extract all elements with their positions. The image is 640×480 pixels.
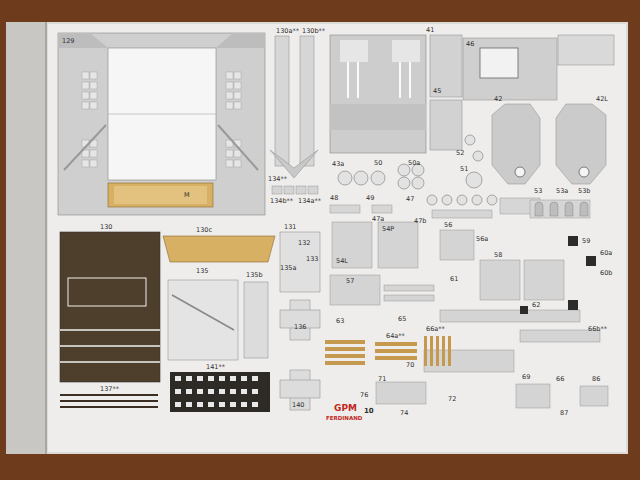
part-number: 71 <box>378 376 386 383</box>
part-number: 45 <box>433 88 441 95</box>
part-number: 60b <box>600 270 612 277</box>
part-number: 42 <box>494 96 502 103</box>
part-number: 66b** <box>588 326 607 333</box>
part-number: 66a** <box>426 326 445 333</box>
part-number: 140 <box>292 402 304 409</box>
part-number: 130c <box>196 227 212 234</box>
part-number: 57 <box>346 278 354 285</box>
part-number: 133 <box>306 256 318 263</box>
part-number: 53 <box>534 188 542 195</box>
part-number: 131 <box>284 224 296 231</box>
part-number: 135 <box>196 268 208 275</box>
part-number: 49 <box>366 195 374 202</box>
part-number: 137** <box>100 386 119 393</box>
part-number: 130a** <box>276 28 299 35</box>
publisher-logo-text: GPM <box>334 404 357 413</box>
part-number: 135a <box>280 265 296 272</box>
part-number: 65 <box>398 316 406 323</box>
part-number: 42L <box>596 96 608 103</box>
part-number: 72 <box>448 396 456 403</box>
part-number: 132 <box>298 240 310 247</box>
part-number: 61 <box>450 276 458 283</box>
part-number: 53a <box>556 188 568 195</box>
part-number: 52 <box>456 150 464 157</box>
part-number: 54P <box>382 226 394 233</box>
part-number: 74 <box>400 410 408 417</box>
part-number: 59 <box>582 238 590 245</box>
part-number: 130b** <box>302 28 325 35</box>
part-number: 129 <box>62 38 74 45</box>
part-number: 60a <box>600 250 612 257</box>
publisher-logo-text: FERDINAND <box>326 416 362 422</box>
part-number: 47a <box>372 216 384 223</box>
part-number: M <box>184 192 190 199</box>
part-number: 130 <box>100 224 112 231</box>
part-number: 51 <box>460 166 468 173</box>
part-number: 134b** <box>270 198 293 205</box>
part-number: 62 <box>532 302 540 309</box>
part-number: 70 <box>406 362 414 369</box>
part-number: 50a <box>408 160 420 167</box>
part-number: 53b <box>578 188 590 195</box>
part-number: 63 <box>336 318 344 325</box>
part-number: 136 <box>294 324 306 331</box>
part-number: 43a <box>332 161 344 168</box>
part-number: 69 <box>522 374 530 381</box>
part-number: 86 <box>592 376 600 383</box>
sheet-number: 10 <box>364 408 374 415</box>
part-number: 46 <box>466 41 474 48</box>
part-number: 64a** <box>386 333 405 340</box>
part-number: 47b <box>414 218 426 225</box>
part-number: 54L <box>336 258 348 265</box>
part-number: 76 <box>360 392 368 399</box>
part-number: 134a** <box>298 198 321 205</box>
part-number: 41 <box>426 27 434 34</box>
part-number: 47 <box>406 196 414 203</box>
part-number: 87 <box>560 410 568 417</box>
part-number: 135b <box>246 272 263 279</box>
part-number: 56 <box>444 222 452 229</box>
part-number: 66 <box>556 376 564 383</box>
part-number: 48 <box>330 195 338 202</box>
part-number: 56a <box>476 236 488 243</box>
part-number: 141** <box>206 364 225 371</box>
part-number: 58 <box>494 252 502 259</box>
part-number: 50 <box>374 160 382 167</box>
part-number: 134** <box>268 176 287 183</box>
